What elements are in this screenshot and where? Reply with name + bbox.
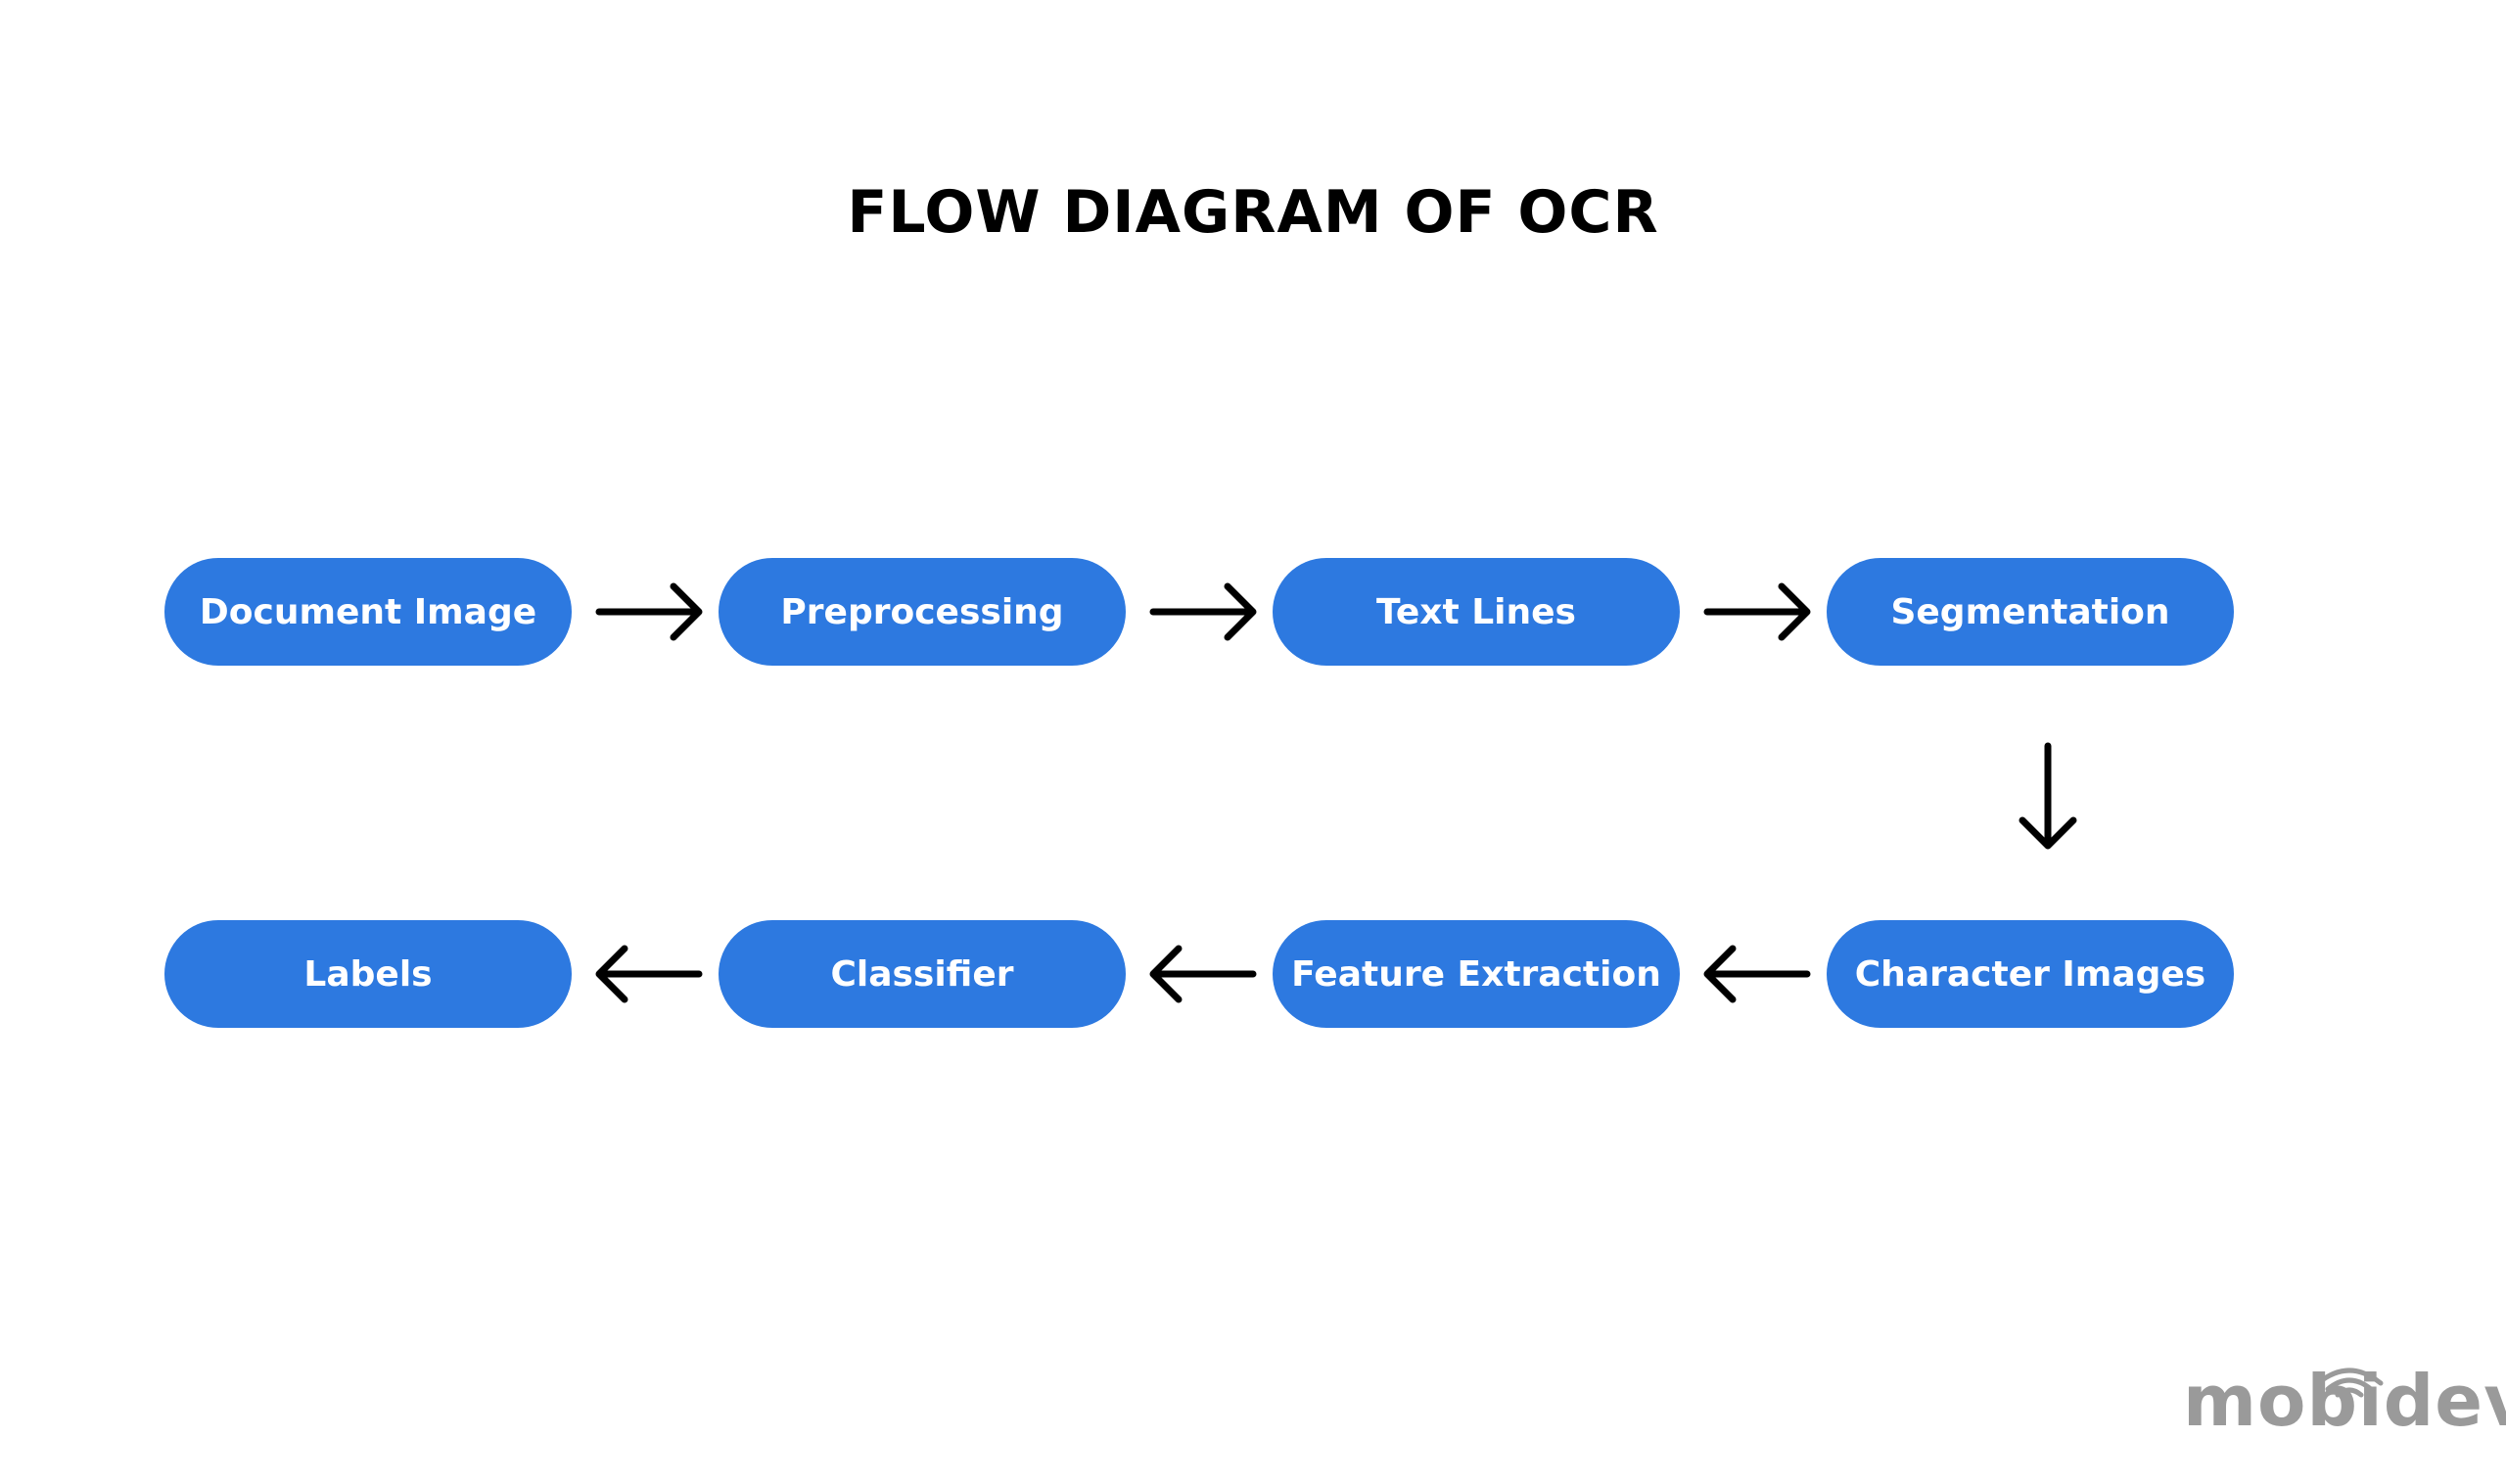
diagram-title: FLOW DIAGRAM OF OCR	[847, 178, 1659, 247]
node-segmentation: Segmentation	[1827, 558, 2234, 666]
mobidev-logo: mobidev	[2183, 1360, 2506, 1442]
arrow-right-2	[1149, 582, 1257, 641]
arrow-right-3	[1703, 582, 1811, 641]
node-preprocessing: Preprocessing	[719, 558, 1126, 666]
node-document-image: Document Image	[164, 558, 572, 666]
arrow-left-2	[1149, 945, 1257, 1003]
node-classifier: Classifier	[719, 920, 1126, 1028]
wifi-signal-icon	[2315, 1368, 2384, 1398]
node-labels: Labels	[164, 920, 572, 1028]
arrow-down	[2019, 742, 2077, 850]
node-character-images: Character Images	[1827, 920, 2234, 1028]
arrow-left-1	[1703, 945, 1811, 1003]
arrow-right-1	[595, 582, 703, 641]
node-text-lines: Text Lines	[1273, 558, 1680, 666]
node-feature-extraction: Feature Extraction	[1273, 920, 1680, 1028]
arrow-left-3	[595, 945, 703, 1003]
